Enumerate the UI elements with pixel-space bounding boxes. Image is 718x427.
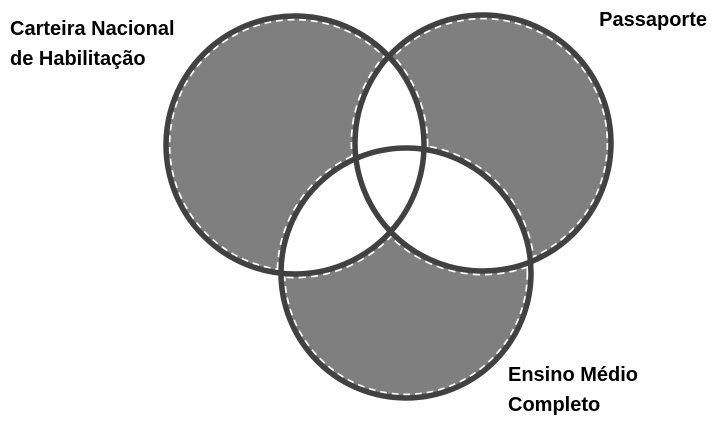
circle-passaporte-outline xyxy=(352,12,614,274)
label-passaporte-line1: Passaporte xyxy=(599,9,707,31)
label-cnh-line1: Carteira Nacional xyxy=(10,18,175,40)
label-emc-line2: Completo xyxy=(508,394,601,416)
label-ensino-medio-completo: Ensino Médio Completo xyxy=(508,360,638,420)
label-cnh-line2: de Habilitação xyxy=(10,48,146,70)
circle-cnh-outline xyxy=(163,13,427,277)
label-emc-line1: Ensino Médio xyxy=(508,364,638,386)
circle-emc-outline xyxy=(278,145,534,401)
label-passaporte: Passaporte xyxy=(599,5,707,35)
label-carteira-nacional-de-habilitacao: Carteira Nacional de Habilitação xyxy=(10,14,175,74)
